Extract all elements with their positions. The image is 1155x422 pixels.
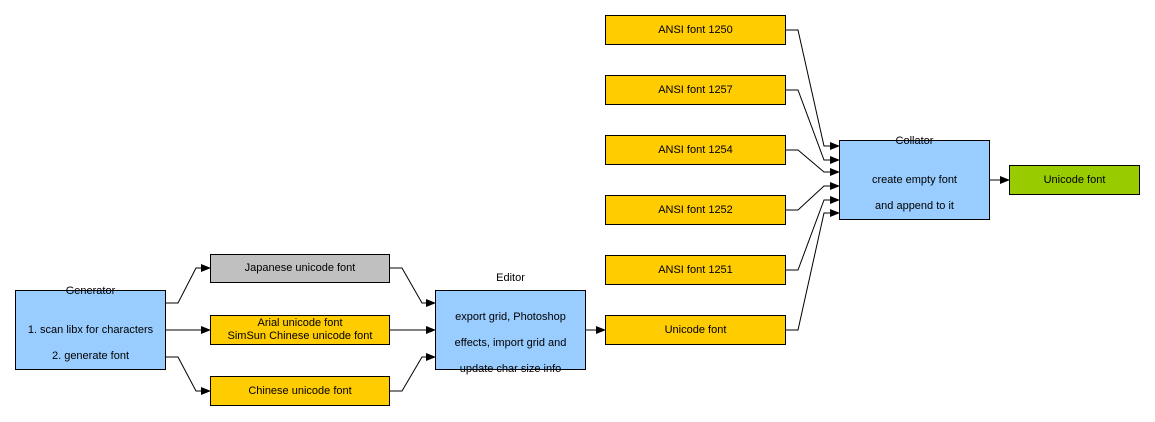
editor-description-line-3: update char size info	[459, 362, 562, 375]
ansi-font-1254-node: ANSI font 1254	[605, 135, 786, 165]
edge-japanese-to-editor	[390, 267, 436, 307]
editor-description-line-2: effects, import grid and	[454, 336, 567, 349]
editor-description-line-1: export grid, Photoshop	[455, 310, 566, 323]
arial-simsun-unicode-font-node: Arial unicode font SimSun Chinese unicod…	[210, 315, 390, 345]
unicode-font-output-label: Unicode font	[1043, 173, 1106, 186]
ansi-font-1250-node: ANSI font 1250	[605, 15, 786, 45]
generator-title: Generator	[65, 284, 116, 297]
editor-description: export grid, Photoshop effects, import g…	[455, 298, 567, 389]
editor-node: Editor export grid, Photoshop effects, i…	[435, 272, 586, 375]
collator-description: create empty font and append to it	[872, 161, 957, 226]
arial-unicode-font-label: Arial unicode font	[257, 317, 343, 329]
edge-generator-to-chinese	[166, 356, 211, 395]
edge-generator-to-japanese	[166, 264, 211, 304]
ansi-font-1257-label: ANSI font 1257	[658, 83, 733, 96]
ansi-font-1254-label: ANSI font 1254	[658, 143, 733, 156]
ansi-font-1257-node: ANSI font 1257	[605, 75, 786, 105]
collator-title: Collator	[895, 134, 934, 147]
editor-title: Editor	[496, 271, 525, 284]
generator-step-2: 2. generate font	[51, 349, 130, 362]
edge-ansi1257-to-collator	[786, 89, 840, 164]
edge-chinese-to-editor	[390, 353, 436, 392]
generator-node: Generator 1. scan libx for characters 2.…	[15, 285, 166, 370]
japanese-unicode-font-node: Japanese unicode font	[210, 254, 390, 283]
simsun-chinese-unicode-font-label: SimSun Chinese unicode font	[227, 330, 373, 342]
collator-node: Collator create empty font and append to…	[839, 135, 990, 220]
collator-description-line-2: and append to it	[875, 199, 954, 212]
ansi-font-1250-label: ANSI font 1250	[658, 23, 733, 36]
ansi-font-1251-node: ANSI font 1251	[605, 255, 786, 285]
edge-unicode-mid-to-collator	[786, 209, 840, 331]
edge-ansi1252-to-collator	[786, 182, 840, 211]
unicode-font-intermediate-label: Unicode font	[664, 323, 727, 336]
chinese-unicode-font-node: Chinese unicode font	[210, 376, 390, 406]
collator-description-line-1: create empty font	[872, 173, 957, 186]
unicode-font-intermediate-node: Unicode font	[605, 315, 786, 345]
edge-ansi1254-to-collator	[786, 149, 840, 176]
chinese-unicode-font-label: Chinese unicode font	[248, 384, 352, 397]
ansi-font-1252-node: ANSI font 1252	[605, 195, 786, 225]
generator-description: 1. scan libx for characters 2. generate …	[28, 311, 153, 376]
japanese-unicode-font-label: Japanese unicode font	[244, 262, 356, 274]
edge-ansi1251-to-collator	[786, 196, 840, 271]
ansi-font-1252-label: ANSI font 1252	[658, 203, 733, 216]
edge-ansi1250-to-collator	[786, 29, 840, 150]
unicode-font-output-node: Unicode font	[1009, 165, 1140, 195]
ansi-font-1251-label: ANSI font 1251	[658, 263, 733, 276]
generator-step-1: 1. scan libx for characters	[27, 323, 154, 336]
